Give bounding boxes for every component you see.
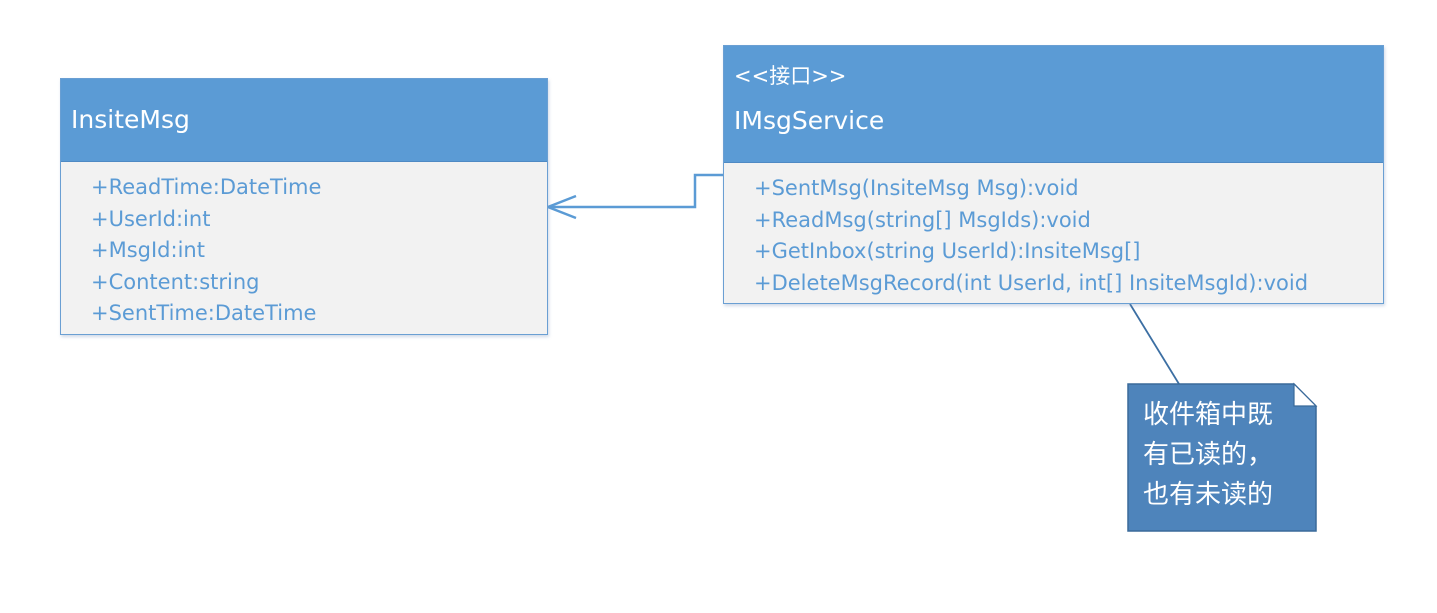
attribute-msgid: +MsgId:int	[91, 238, 205, 262]
note-comment: 收件箱中既 有已读的， 也有未读的	[1129, 395, 1314, 515]
class-name: InsiteMsg	[71, 105, 190, 134]
attribute-readtime: +ReadTime:DateTime	[91, 175, 322, 199]
interface-box-imsgservice: <<接口>> IMsgService +SentMsg(InsiteMsg Ms…	[723, 45, 1384, 304]
attribute-userid: +UserId:int	[91, 206, 211, 231]
interface-stereotype: <<接口>>	[734, 64, 847, 88]
note-anchor-line	[1129, 303, 1180, 385]
note-fold-corner	[1293, 382, 1318, 407]
note-line-1: 收件箱中既	[1143, 400, 1274, 430]
class-box-insitemsg: InsiteMsg +ReadTime:DateTime +UserId:int…	[60, 78, 548, 335]
class-attributes: +ReadTime:DateTime +UserId:int +MsgId:in…	[61, 162, 547, 330]
note-line-2: 有已读的，	[1143, 440, 1274, 470]
attribute-senttime: +SentTime:DateTime	[91, 301, 317, 325]
method-readmsg: +ReadMsg(string[] MsgIds):void	[754, 207, 1091, 232]
dependency-arrowhead	[544, 194, 577, 220]
method-deletemsgrecord: +DeleteMsgRecord(int UserId, int[] Insit…	[754, 270, 1309, 295]
class-header-insitemsg: InsiteMsg	[61, 79, 547, 162]
method-sentmsg: +SentMsg(InsiteMsg Msg):void	[754, 176, 1079, 200]
method-getinbox: +GetInbox(string UserId):InsiteMsg[]	[754, 239, 1141, 263]
attribute-content: +Content:string	[91, 269, 260, 294]
interface-methods: +SentMsg(InsiteMsg Msg):void +ReadMsg(st…	[724, 163, 1383, 299]
interface-name: IMsgService	[734, 106, 885, 135]
interface-header-imsgservice: <<接口>> IMsgService	[724, 46, 1383, 163]
dependency-arrow-line	[550, 173, 723, 209]
note-line-3: 也有未读的	[1143, 480, 1274, 510]
note-shape	[1127, 383, 1317, 532]
